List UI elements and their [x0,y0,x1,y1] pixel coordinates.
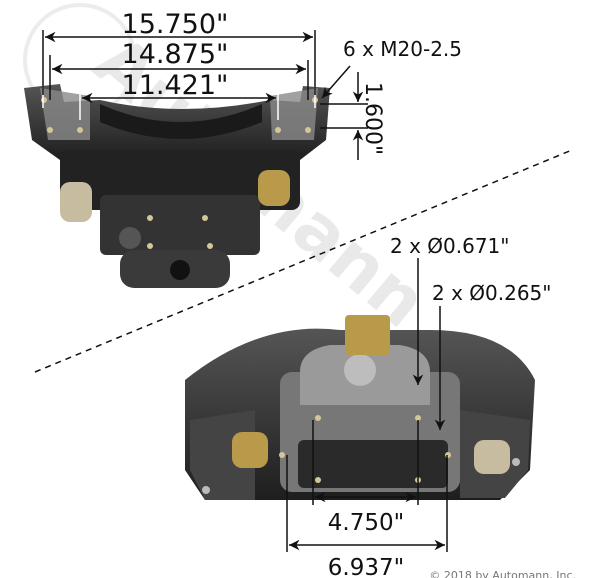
dim-bottom-inner: 4.750" [328,510,404,536]
caliper-top-view [24,84,330,288]
dim-bottom-outer: 6.937" [328,555,404,578]
hole-small-label: 2 x Ø0.265" [432,281,551,305]
dim-vertical-offset: 1.600" [360,82,385,155]
bottom-dimension-lines [286,258,448,552]
copyright-notice: © 2018 by Automann, Inc. [429,569,576,578]
top-dimension-lines [42,30,368,160]
dim-overall-width: 15.750" [122,9,229,40]
bolt-spec-label: 6 x M20-2.5 [343,37,462,61]
hole-large-label: 2 x Ø0.671" [390,234,509,258]
caliper-bottom-view [185,315,535,500]
dim-middle-width: 14.875" [122,39,229,70]
dim-inner-width: 11.421" [122,70,229,101]
view-separator [34,149,573,373]
